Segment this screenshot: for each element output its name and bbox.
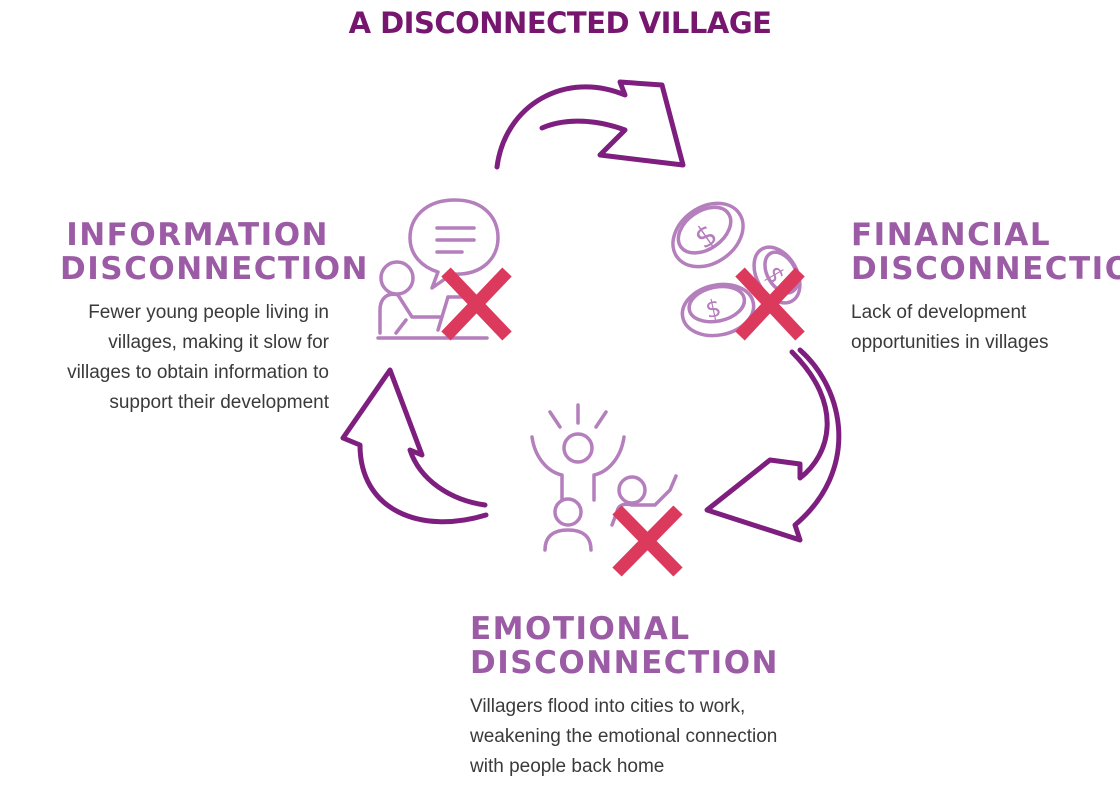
cycle-arrow-left <box>340 367 489 525</box>
description-line: support their development <box>109 392 329 413</box>
heading-line: DISCONNECTION <box>470 645 779 681</box>
description-line: villages, making it slow for <box>108 332 329 353</box>
x-mark-icon <box>735 267 805 341</box>
svg-text:$: $ <box>703 294 724 325</box>
cycle-arrow-top <box>494 79 686 170</box>
chat-person-laptop-icon <box>376 198 500 340</box>
description-line: weakening the emotional connection <box>470 726 778 747</box>
emotional-description: Villagers flood into cities to work, wea… <box>470 692 777 782</box>
heading-line: DISCONNECTION <box>851 251 1120 287</box>
heading-line: FINANCIAL <box>851 217 1052 253</box>
x-mark-icon <box>612 505 683 577</box>
svg-text:$: $ <box>688 217 724 257</box>
information-description: Fewer young people living in villages, m… <box>0 298 329 418</box>
people-cheering-icon <box>530 403 678 552</box>
description-line: with people back home <box>470 756 665 777</box>
emotional-heading: EMOTIONAL DISCONNECTION <box>470 612 779 680</box>
x-mark-icon <box>441 267 512 341</box>
description-line: villages to obtain information to <box>67 362 329 383</box>
description-line: Villagers flood into cities to work, <box>470 696 746 717</box>
description-line: Lack of development <box>851 302 1027 323</box>
page-title: A DISCONNECTED VILLAGE <box>348 6 772 40</box>
information-heading: INFORMATION DISCONNECTION <box>60 217 369 287</box>
heading-line: INFORMATION <box>66 217 329 253</box>
heading-line: EMOTIONAL <box>470 611 691 647</box>
description-line: opportunities in villages <box>851 332 1049 353</box>
financial-heading: FINANCIAL DISCONNECTION <box>851 218 1120 286</box>
heading-line: DISCONNECTION <box>60 251 369 287</box>
cycle-arrow-right <box>704 347 842 543</box>
description-line: Fewer young people living in <box>88 302 329 323</box>
financial-description: Lack of development opportunities in vil… <box>851 298 1049 358</box>
